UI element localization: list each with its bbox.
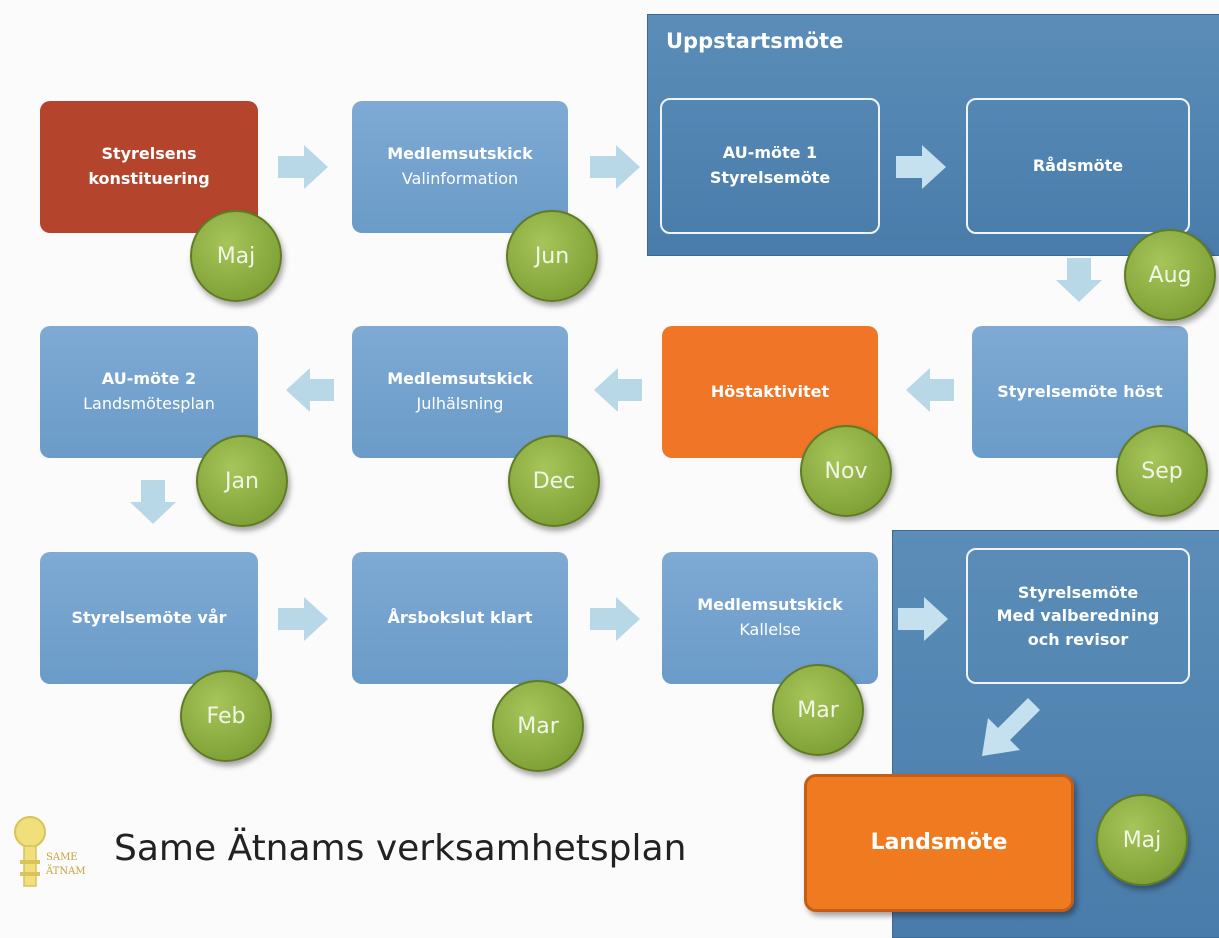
logo-text-line1: SAME — [46, 852, 78, 863]
step-valberedning: Styrelsemöte Med valberedning och reviso… — [966, 548, 1190, 684]
step-au1-line2: Styrelsemöte — [709, 168, 831, 187]
logo: SAME ÄTNAM — [4, 808, 114, 898]
arrow-right-icon — [898, 597, 948, 641]
uppstart-panel: Uppstartsmöte — [647, 14, 1219, 256]
month-badge: Feb — [180, 670, 272, 762]
month-badge: Mar — [772, 664, 864, 756]
arrow-right-icon — [278, 145, 328, 189]
step-kallelse-line1: Medlemsutskick — [697, 595, 843, 615]
month-badge: Maj — [1096, 794, 1188, 886]
month-badge: Aug — [1124, 229, 1216, 321]
month-badge: Dec — [508, 435, 600, 527]
step-landsmote-line1: Landsmöte — [870, 829, 1008, 855]
step-radsmote-line1: Rådsmöte — [1032, 155, 1124, 175]
step-valinfo-line1: Medlemsutskick — [387, 144, 533, 164]
step-arsbokslut: Årsbokslut klart — [352, 552, 568, 684]
month-badge: Jan — [196, 435, 288, 527]
step-var: Styrelsemöte vår — [40, 552, 258, 684]
month-badge: Nov — [800, 425, 892, 517]
step-julhalsning-line1: Medlemsutskick — [387, 369, 533, 389]
step-valinfo: Medlemsutskick Valinformation — [352, 101, 568, 233]
step-var-line1: Styrelsemöte vår — [71, 607, 227, 627]
arrow-right-icon — [590, 597, 640, 641]
month-badge: Mar — [492, 680, 584, 772]
step-au2: AU-möte 2 Landsmötesplan — [40, 326, 258, 458]
step-julhalsning-line2: Julhälsning — [416, 394, 504, 413]
step-konstituering-line1: Styrelsens — [101, 144, 197, 164]
step-radsmote: Rådsmöte — [966, 98, 1190, 234]
step-arsbokslut-line1: Årsbokslut klart — [387, 607, 533, 627]
step-valberedning-line2: Med valberedning — [996, 606, 1160, 626]
step-konstituering-line2: konstituering — [88, 169, 210, 188]
month-badge: Maj — [190, 210, 282, 302]
step-julhalsning: Medlemsutskick Julhälsning — [352, 326, 568, 458]
step-valberedning-line3: och revisor — [1027, 629, 1129, 649]
arrow-down-icon — [1056, 258, 1102, 302]
step-kallelse: Medlemsutskick Kallelse — [662, 552, 878, 684]
arrow-down-left-icon — [982, 698, 1040, 756]
arrow-right-icon — [896, 145, 946, 189]
logo-text-line2: ÄTNAM — [46, 866, 86, 877]
arrow-down-icon — [130, 480, 176, 524]
step-landsmote: Landsmöte — [804, 774, 1074, 912]
page-title: Same Ätnams verksamhetsplan — [114, 828, 687, 869]
step-valinfo-line2: Valinformation — [401, 169, 519, 188]
arrow-left-icon — [906, 368, 954, 412]
step-au2-line2: Landsmötesplan — [83, 394, 215, 413]
month-badge: Sep — [1116, 425, 1208, 517]
step-au2-line1: AU-möte 2 — [101, 369, 197, 389]
step-host-line1: Styrelsemöte höst — [997, 381, 1163, 401]
step-hostaktivitet-line1: Höstaktivitet — [710, 381, 830, 401]
step-au1-line1: AU-möte 1 — [722, 143, 818, 163]
step-kallelse-line2: Kallelse — [739, 620, 801, 639]
step-valberedning-line1: Styrelsemöte — [1017, 583, 1139, 603]
arrow-left-icon — [594, 368, 642, 412]
arrow-left-icon — [286, 368, 334, 412]
month-badge: Jun — [506, 210, 598, 302]
uppstart-title: Uppstartsmöte — [666, 29, 844, 53]
keyhole-logo-icon — [14, 816, 46, 887]
arrow-right-icon — [590, 145, 640, 189]
step-au1: AU-möte 1 Styrelsemöte — [660, 98, 880, 234]
arrow-right-icon — [278, 597, 328, 641]
